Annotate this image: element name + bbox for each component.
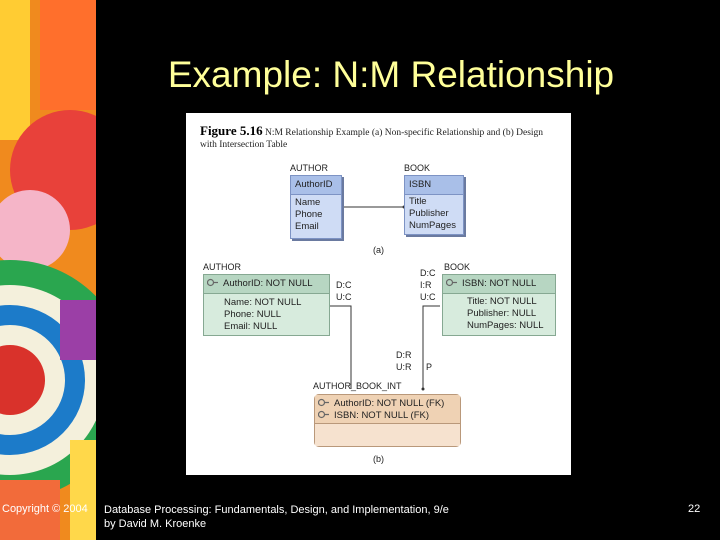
action-author-uc: U:C xyxy=(336,292,352,302)
footer-line2: by David M. Kroenke xyxy=(104,518,207,530)
author-attr-a: Email xyxy=(295,221,319,232)
author-attr-b: Email: NULL xyxy=(224,321,278,332)
figure-caption: Figure 5.16 N:M Relationship Example (a)… xyxy=(200,123,560,151)
action-int-dr: D:R xyxy=(396,350,412,360)
book-attr-b: NumPages: NULL xyxy=(467,320,544,331)
book-key-a: ISBN xyxy=(409,179,432,190)
author-attr-b: Name: NOT NULL xyxy=(224,297,302,308)
key-icon xyxy=(317,398,329,407)
author-attr-a: Phone xyxy=(295,209,323,220)
author-attr-a: Name xyxy=(295,197,321,208)
part-b-label: (b) xyxy=(373,454,384,464)
book-key-b: ISBN: NOT NULL xyxy=(462,278,537,289)
book-attr-b: Title: NOT NULL xyxy=(467,296,537,307)
entity-label-book-b: BOOK xyxy=(444,262,471,272)
author-key-a: AuthorID xyxy=(295,179,333,190)
key-icon xyxy=(445,278,457,287)
part-a-label: (a) xyxy=(373,245,384,255)
intersection-key: AuthorID: NOT NULL (FK) xyxy=(334,398,445,409)
book-attr-a: Publisher xyxy=(409,208,449,219)
figure-number: Figure 5.16 xyxy=(200,123,263,138)
entity-box-author-a: AuthorID Name Phone Email xyxy=(290,175,342,239)
author-attr-b: Phone: NULL xyxy=(224,309,282,320)
author-key-b: AuthorID: NOT NULL xyxy=(223,278,313,289)
entity-label-intersection: AUTHOR_BOOK_INT xyxy=(313,381,402,391)
action-int-ur: U:R xyxy=(396,362,412,372)
entity-label-author-b: AUTHOR xyxy=(203,262,241,272)
footer-copyright: Copyright © 2004 xyxy=(2,503,88,515)
er-diagram-figure: Figure 5.16 N:M Relationship Example (a)… xyxy=(186,113,571,475)
entity-label-book-a: BOOK xyxy=(404,163,431,173)
entity-box-author-b: AuthorID: NOT NULL Name: NOT NULL Phone:… xyxy=(203,274,330,336)
book-attr-b: Publisher: NULL xyxy=(467,308,537,319)
action-book-uc: U:C xyxy=(420,292,436,302)
entity-label-author-a: AUTHOR xyxy=(290,163,328,173)
footer-book-title: Database Processing: Fundamentals, Desig… xyxy=(104,503,449,531)
entity-box-intersection: AuthorID: NOT NULL (FK) ISBN: NOT NULL (… xyxy=(314,394,461,447)
footer-line1: Database Processing: Fundamentals, Desig… xyxy=(104,504,449,516)
entity-box-book-a: ISBN Title Publisher NumPages xyxy=(404,175,464,235)
key-icon xyxy=(317,410,329,419)
intersection-key: ISBN: NOT NULL (FK) xyxy=(334,410,430,421)
action-book-dc: D:C xyxy=(420,268,436,278)
decorative-art-strip xyxy=(0,0,96,540)
action-author-dc: D:C xyxy=(336,280,352,290)
page-number: 22 xyxy=(688,503,701,515)
book-attr-a: Title xyxy=(409,196,427,207)
book-attr-a: NumPages xyxy=(409,220,456,231)
action-int-flag: P xyxy=(426,362,433,372)
slide-title: Example: N:M Relationship xyxy=(167,54,615,95)
action-book-ir: I:R xyxy=(420,280,432,290)
entity-box-book-b: ISBN: NOT NULL Title: NOT NULL Publisher… xyxy=(442,274,556,336)
key-icon xyxy=(206,278,218,287)
figure-caption-text: N:M Relationship Example (a) Non-specifi… xyxy=(200,128,544,150)
